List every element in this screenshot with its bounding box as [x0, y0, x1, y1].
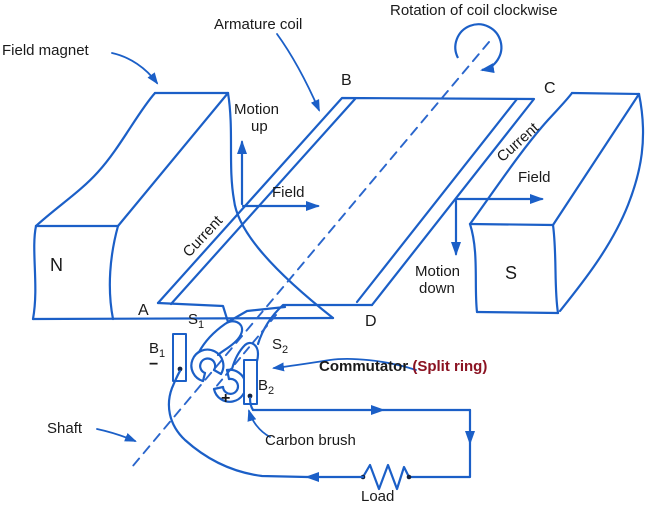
brush-b1-label: B1 [149, 340, 166, 360]
commutator-word: Commutator [319, 358, 409, 375]
corner-b-label: B [341, 72, 352, 89]
motion-up-line2: up [251, 118, 268, 136]
north-pole-label: N [50, 255, 63, 275]
south-pole-label: S [505, 263, 518, 283]
external-circuit [167, 369, 475, 491]
carbon-brush-pointer [247, 409, 271, 438]
load-resistor [361, 463, 411, 491]
vector-arrows [237, 140, 544, 256]
brush-b2-contact [247, 393, 253, 399]
shaft-label: Shaft [47, 420, 83, 437]
rotation-arrow [454, 23, 503, 74]
split-ring-word: (Split ring) [412, 358, 488, 375]
field-magnet-pointer [111, 52, 159, 85]
plus-sign: + [221, 390, 231, 407]
motion-up-label: Motion up [234, 101, 279, 136]
field-magnet-label: Field magnet [2, 42, 89, 59]
motion-down-label: Motion down [415, 263, 460, 298]
corner-d-label: D [365, 313, 377, 330]
corner-a-label: A [138, 302, 149, 319]
carbon-brushes [172, 333, 258, 405]
armature-coil-pointer [276, 33, 320, 112]
label-pointer-arrows [96, 33, 417, 442]
armature-coil-label: Armature coil [214, 16, 303, 33]
motion-down-line2: down [419, 280, 455, 298]
field-left-label: Field [272, 184, 305, 201]
rotation-label: Rotation of coil clockwise [390, 2, 558, 19]
armature-coil-shape [156, 96, 536, 346]
minus-sign: − [149, 356, 159, 373]
brush-b2-label: B2 [258, 377, 275, 397]
motion-up-line1: Motion [234, 101, 280, 118]
brush-b1-contact [177, 366, 183, 372]
split-ring-s2-label: S2 [272, 336, 289, 356]
brush-b1 [172, 333, 187, 382]
load-label: Load [361, 488, 395, 505]
carbon-brush-label: Carbon brush [265, 432, 356, 449]
shaft-pointer [96, 428, 137, 442]
split-ring-s1-label: S1 [188, 311, 205, 331]
north-magnet [31, 91, 335, 321]
motion-down-line1: Motion [415, 263, 461, 280]
commutator-label: Commutator (Split ring) [319, 358, 487, 375]
commutator-pointer [272, 358, 417, 372]
shaft-axis [131, 41, 490, 468]
field-right-label: Field [518, 169, 551, 186]
corner-c-label: C [544, 80, 556, 97]
south-magnet [468, 91, 645, 315]
